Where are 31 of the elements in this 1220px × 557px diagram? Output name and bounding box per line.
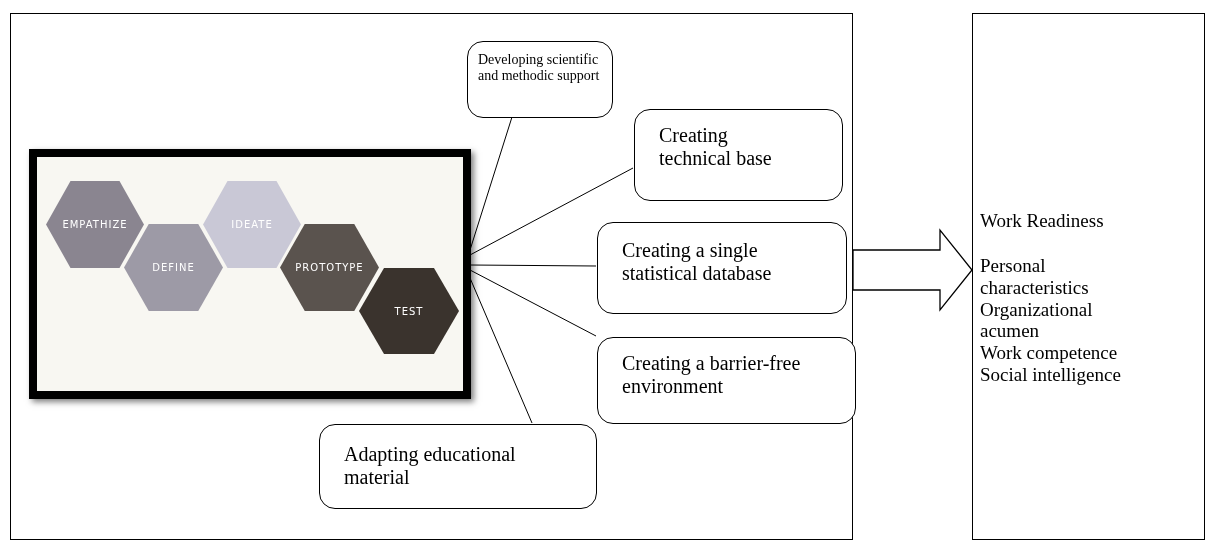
outer-frame — [10, 13, 853, 540]
box-text: Creating technical base — [659, 124, 773, 170]
hexagon-label: EMPATHIZE — [62, 219, 128, 230]
hexagon-label: TEST — [394, 305, 424, 317]
hexagon-label: DEFINE — [152, 262, 195, 273]
box-text: Creating a barrier-free environment — [622, 352, 802, 398]
box-text: Adapting educational material — [344, 443, 517, 489]
text-box — [634, 109, 843, 201]
process-hexagon — [124, 224, 223, 311]
text-panel — [972, 13, 1205, 540]
text-box — [597, 337, 856, 424]
connector-line — [469, 167, 634, 256]
box-text: Creating a single statistical database — [622, 239, 773, 285]
panel-text: Social intelligence — [980, 364, 1122, 386]
text-box — [319, 424, 597, 509]
hexagon-label: PROTOTYPE — [295, 262, 364, 273]
image-frame — [29, 149, 471, 399]
panel-text: Organizational acumen — [980, 298, 1094, 343]
text-box — [467, 41, 613, 118]
process-hexagon — [46, 181, 144, 268]
panel-text: Work Readiness — [980, 210, 1105, 232]
connector-line — [469, 277, 533, 424]
connector-line — [469, 269, 597, 337]
box-text: Developing scientific and methodic support — [478, 52, 601, 85]
connector-line — [469, 116, 513, 251]
text-box — [597, 222, 847, 314]
connector-line — [469, 264, 597, 267]
process-hexagon — [280, 224, 379, 311]
block-arrow — [852, 228, 973, 312]
panel-text: Work competence — [980, 342, 1119, 365]
panel-text: Personal characteristics — [980, 254, 1090, 299]
